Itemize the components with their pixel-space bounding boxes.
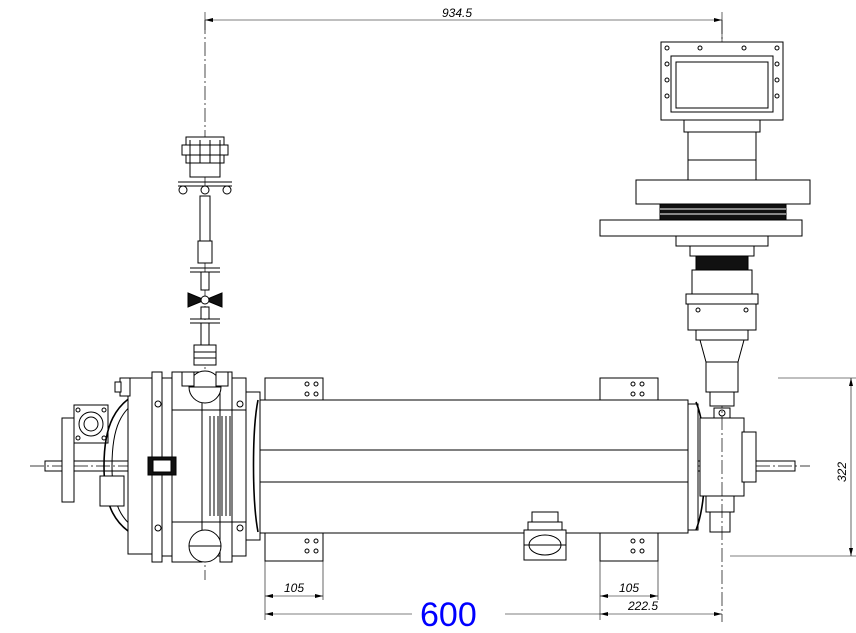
bottom-dimensions: 105 105 222.5 600	[264, 561, 722, 633]
height-dimension: 322	[730, 377, 856, 557]
dim-top-span: 934.5	[442, 6, 472, 20]
top-dimension: 934.5	[204, 6, 723, 45]
dim-foot-right: 105	[619, 581, 639, 595]
dim-offset-right: 222.5	[627, 599, 658, 613]
left-pipe-assembly	[178, 20, 232, 580]
dim-foot-left: 105	[284, 581, 304, 595]
dim-overall-length: 600	[420, 596, 477, 633]
right-motor-stack	[599, 20, 811, 622]
shell	[259, 377, 689, 562]
left-end-housing	[61, 370, 261, 563]
dim-height-right: 322	[835, 462, 849, 482]
